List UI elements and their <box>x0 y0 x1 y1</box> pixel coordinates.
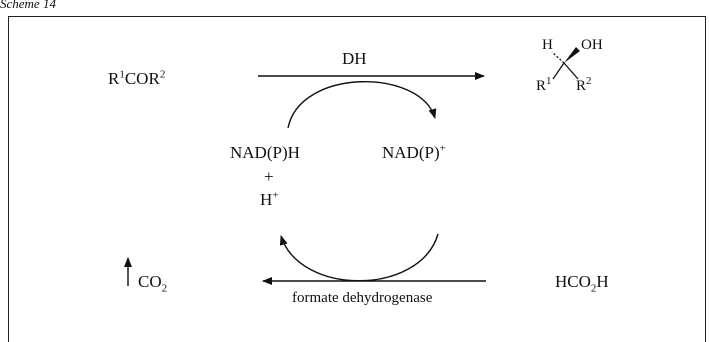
top-cofactor-arc <box>287 81 437 129</box>
proton-label: H+ <box>260 189 279 209</box>
formic-acid-label: HCO2H <box>555 272 609 295</box>
bond-c-oh-wedge <box>564 47 580 63</box>
plus-sign: + <box>264 167 274 186</box>
scheme-caption: Scheme 14 <box>0 0 56 11</box>
nadp-plus-label: NAD(P)+ <box>382 142 446 162</box>
nadph-label: NAD(P)H <box>230 143 300 162</box>
co2-label: CO2 <box>138 272 168 295</box>
product-oh-label: OH <box>581 37 603 53</box>
enzyme-dh-label: DH <box>342 49 367 68</box>
product-r2-label: R2 <box>576 75 592 94</box>
bond-c-r1 <box>552 62 565 80</box>
bond-c-r2 <box>563 62 579 80</box>
product-h-label: H <box>542 37 553 53</box>
product-r1-label: R1 <box>536 75 552 94</box>
bond-c-h-hashed <box>551 51 565 64</box>
formate-dehydrogenase-label: formate dehydrogenase <box>292 290 433 306</box>
substrate-ketone: R1COR2 <box>108 68 166 88</box>
bottom-cofactor-arc <box>279 233 439 282</box>
scheme-frame <box>8 16 706 342</box>
